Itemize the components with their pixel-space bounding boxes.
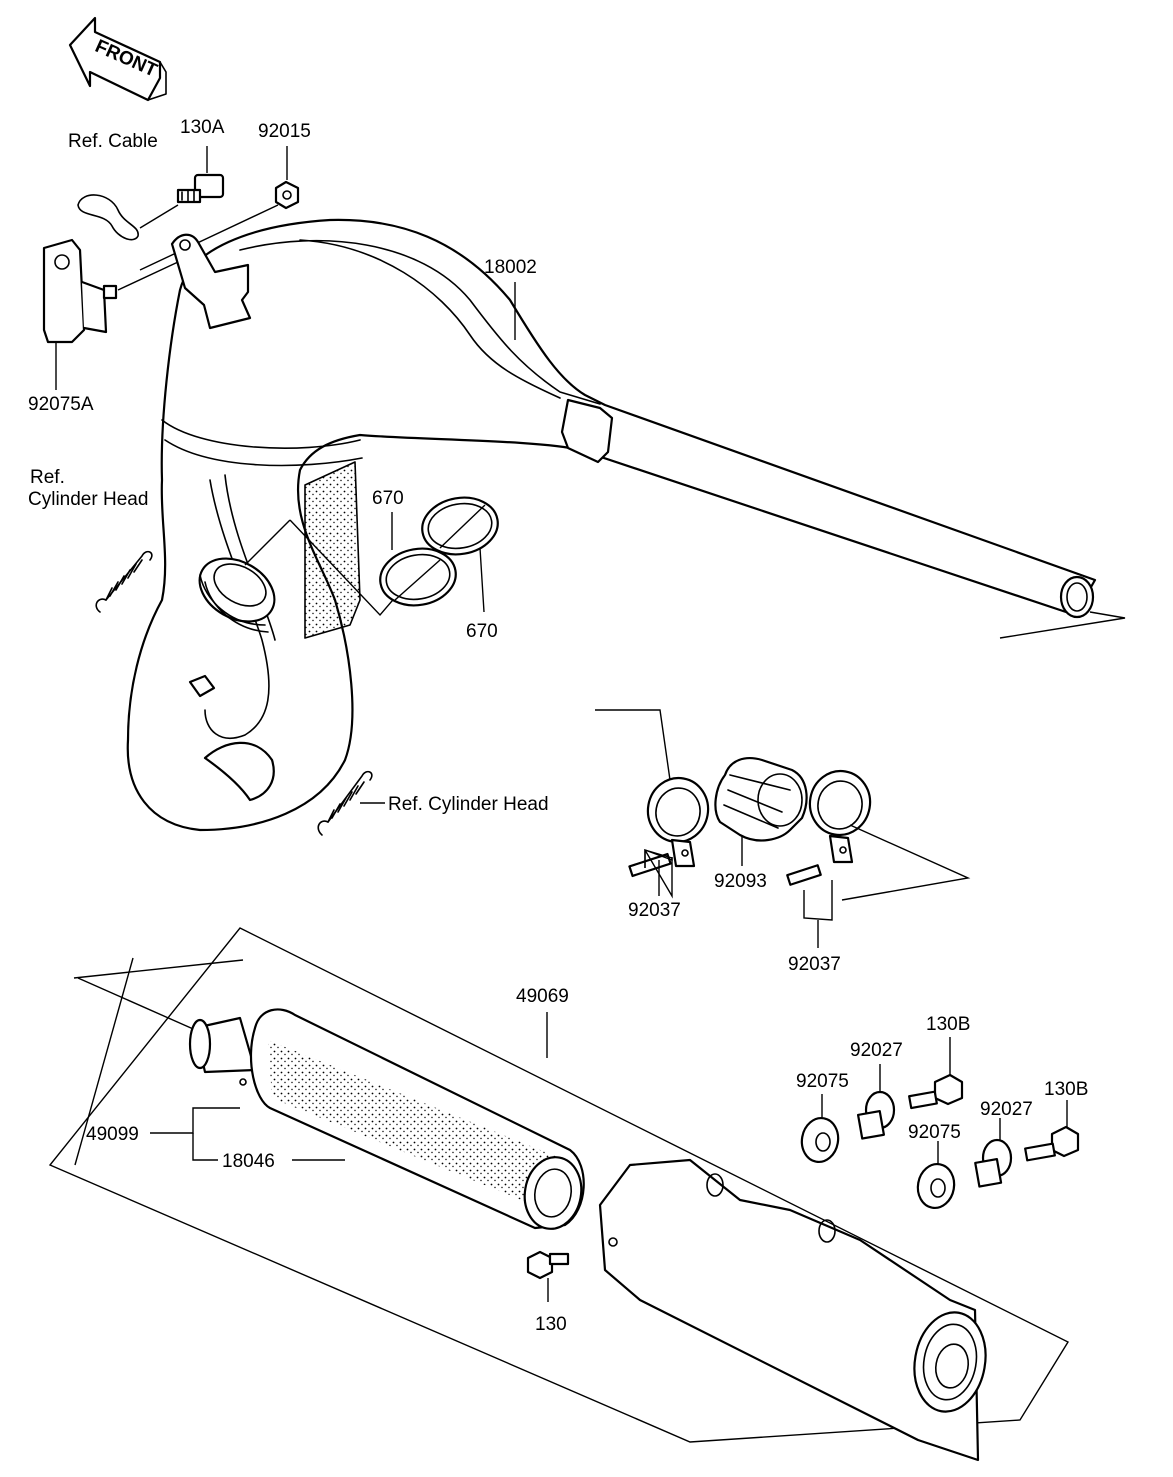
label-92093: 92093	[714, 871, 767, 892]
label-92037-left: 92037	[628, 900, 681, 921]
label-49069: 49069	[516, 986, 569, 1007]
label-670-b: 670	[466, 621, 498, 642]
silencer-assembly-49069	[48, 927, 1069, 1443]
label-49099: 49099	[86, 1124, 139, 1145]
clamp-92037-left	[595, 709, 710, 899]
label-18002: 18002	[484, 257, 537, 278]
spring-left	[95, 550, 153, 613]
bracket-92075A	[42, 238, 179, 390]
bolt-130B-a	[908, 1037, 964, 1110]
label-18046: 18046	[222, 1151, 275, 1172]
bolt-130A	[176, 146, 225, 204]
grommet-92075-a	[800, 1094, 840, 1163]
spring-right	[317, 770, 385, 836]
nut-92015	[139, 146, 300, 271]
label-92015: 92015	[258, 121, 311, 142]
label-670-a: 670	[372, 488, 404, 509]
label-92075-a: 92075	[796, 1071, 849, 1092]
label-92075-b: 92075	[908, 1122, 961, 1143]
front-arrow-icon: FRONT	[68, 16, 167, 102]
bolt-130	[526, 1250, 570, 1302]
label-92027-a: 92027	[850, 1040, 903, 1061]
label-130A: 130A	[180, 117, 225, 138]
collar-92027-a	[856, 1064, 896, 1140]
coupler-92093	[714, 757, 808, 866]
label-130B-a: 130B	[926, 1014, 970, 1035]
inner-silencer-18046	[150, 1008, 585, 1230]
clamp-92037-right	[786, 769, 971, 948]
label-92075A: 92075A	[28, 394, 94, 415]
bolt-130B-b	[1024, 1100, 1080, 1162]
label-92037-right: 92037	[788, 954, 841, 975]
collar-92027-b	[974, 1118, 1013, 1188]
label-130: 130	[535, 1314, 567, 1335]
o-ring-670-b	[421, 496, 499, 613]
label-130B-b: 130B	[1044, 1079, 1088, 1100]
expansion-chamber-18002	[126, 218, 1126, 832]
cable-clip	[77, 194, 179, 241]
label-92027-b: 92027	[980, 1099, 1033, 1120]
label-ref-cable: Ref. Cable	[68, 131, 158, 152]
grommet-92075-b	[916, 1141, 956, 1209]
label-ref-cylinder-line1: Ref.	[30, 467, 65, 488]
label-ref-cylinder-head: Ref. Cylinder Head	[388, 794, 549, 815]
label-ref-cylinder-line2: Cylinder Head	[28, 489, 148, 510]
o-ring-670-a	[379, 512, 457, 607]
silencer-body	[598, 1158, 987, 1462]
